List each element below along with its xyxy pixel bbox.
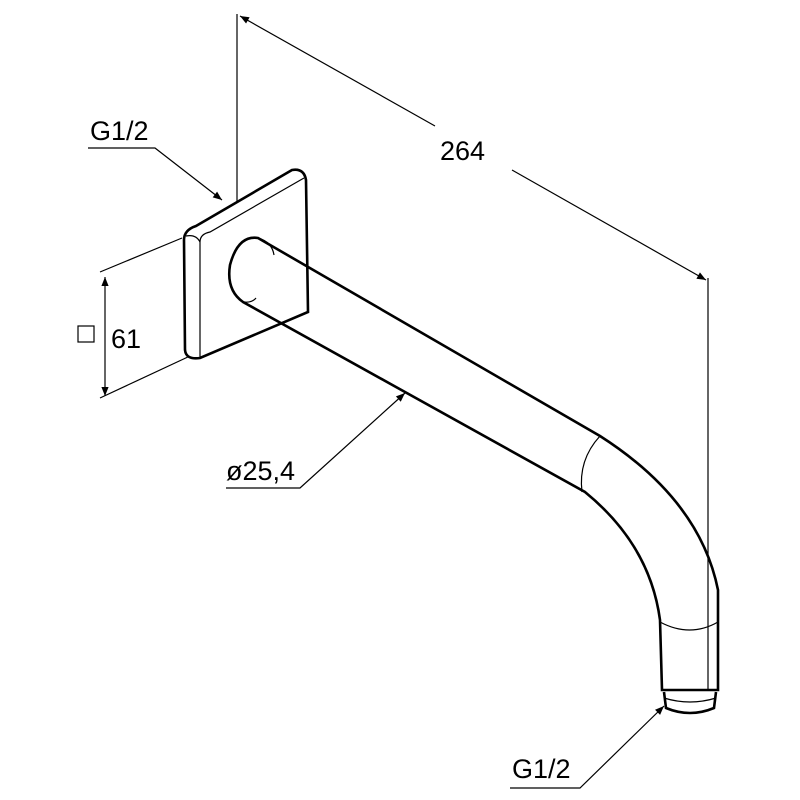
dimension-line-length-a <box>239 15 436 127</box>
dimension-line-length-b <box>511 169 707 281</box>
pipe-diameter-label: ø25,4 <box>226 456 295 486</box>
square-symbol-icon <box>77 325 95 343</box>
extension-line-flange-top <box>99 237 183 273</box>
extension-line-flange-bottom <box>99 355 191 399</box>
thread-bottom-label: G1/2 <box>512 754 571 784</box>
shower-arm-pipe <box>228 236 720 715</box>
thread-top-label: G1/2 <box>90 116 149 146</box>
thread-top-leader <box>88 147 223 201</box>
pipe-diameter-leader <box>226 392 406 489</box>
wall-flange <box>182 168 310 360</box>
thread-bottom-leader <box>510 705 665 789</box>
flange-size-label: 61 <box>111 324 141 354</box>
length-label: 264 <box>440 136 485 166</box>
